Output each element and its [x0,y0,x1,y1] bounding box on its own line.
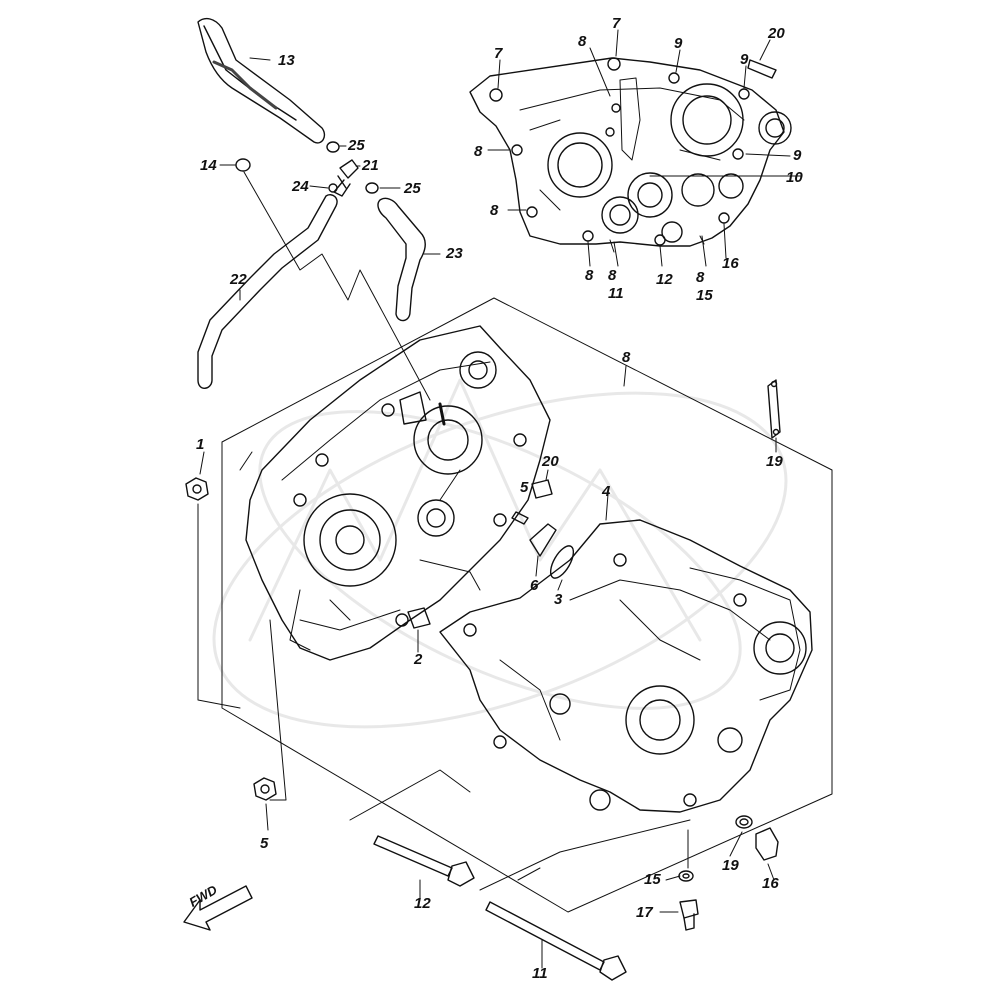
callout-17: 12 [414,895,431,912]
callout-8: 12 [656,271,673,288]
callout-23: 23 [446,245,463,262]
callout-19: 1 [196,436,205,453]
callout-18: 11 [532,965,548,982]
joint-21 [333,159,359,197]
guide-line-hoses [243,171,431,401]
callout-15: 8 [696,269,705,286]
callout-12: 15 [644,871,661,888]
gasket-2 [549,545,575,579]
callout-8: 16 [722,255,739,272]
nut-19-lower [253,777,277,801]
hose-23 [377,197,426,322]
callout-11: 8 [608,267,617,284]
guide-lines [197,451,691,891]
callout-11: 17 [636,904,653,921]
callout-14: 14 [200,157,217,174]
callout-10: 10 [786,169,803,186]
crankcase-right-half [439,519,813,813]
callout-13: 13 [278,52,295,69]
callout-9: 9 [740,51,749,68]
fwd-arrow-icon [183,885,253,931]
crankcase-left-half [245,325,551,661]
washer-12 [678,870,694,882]
callout-8: 8 [585,267,594,284]
callout-12: 11 [608,285,624,302]
callout-20: 19 [766,453,783,470]
breather-hose-13 [197,17,326,144]
callout-8: 8 [578,33,587,50]
callout-9: 9 [674,35,683,52]
callout-5: 20 [542,453,559,470]
callout-2: 3 [554,591,563,608]
bolt-17 [373,835,475,887]
callout-3: 6 [530,577,539,594]
hose-22 [197,194,338,389]
callout-20: 20 [768,25,785,42]
dowel-pin-5-lower [407,607,431,629]
clamp-25-lower [365,182,379,194]
callout-19: 5 [260,835,269,852]
callout-25: 25 [404,180,421,197]
callout-8: 8 [474,143,483,160]
callout-1: 8 [622,349,631,366]
bracket-20 [767,379,781,439]
callout-8: 8 [490,202,499,219]
plug-15 [755,827,779,861]
callout-21: 21 [362,157,379,174]
callout-22: 22 [230,271,247,288]
bolt-18 [485,901,627,981]
callout-16: 19 [722,857,739,874]
callout-15: 16 [762,875,779,892]
screw-4 [511,511,529,525]
callout-7: 7 [612,15,621,32]
callout-16: 15 [696,287,713,304]
callout-5: 2 [414,651,423,668]
callout-9: 9 [793,147,802,164]
dowel-pin-5-upper [531,479,553,499]
callout-24: 24 [292,178,309,195]
clamp-14 [235,158,251,172]
clamp-25-upper [326,141,340,153]
plate-3 [529,523,557,557]
washer-16 [735,815,753,829]
callout-4: 5 [520,479,529,496]
explode-frame [221,297,833,913]
leader-lines [199,29,803,969]
callout-6: 4 [602,483,611,500]
callout-7: 7 [494,45,503,62]
crankcase-inner-view [469,57,792,253]
clamp-24 [328,183,338,193]
callout-25: 25 [348,137,365,154]
bolt-11 [679,899,699,931]
nut-19-upper [185,477,209,501]
watermark [212,378,788,729]
